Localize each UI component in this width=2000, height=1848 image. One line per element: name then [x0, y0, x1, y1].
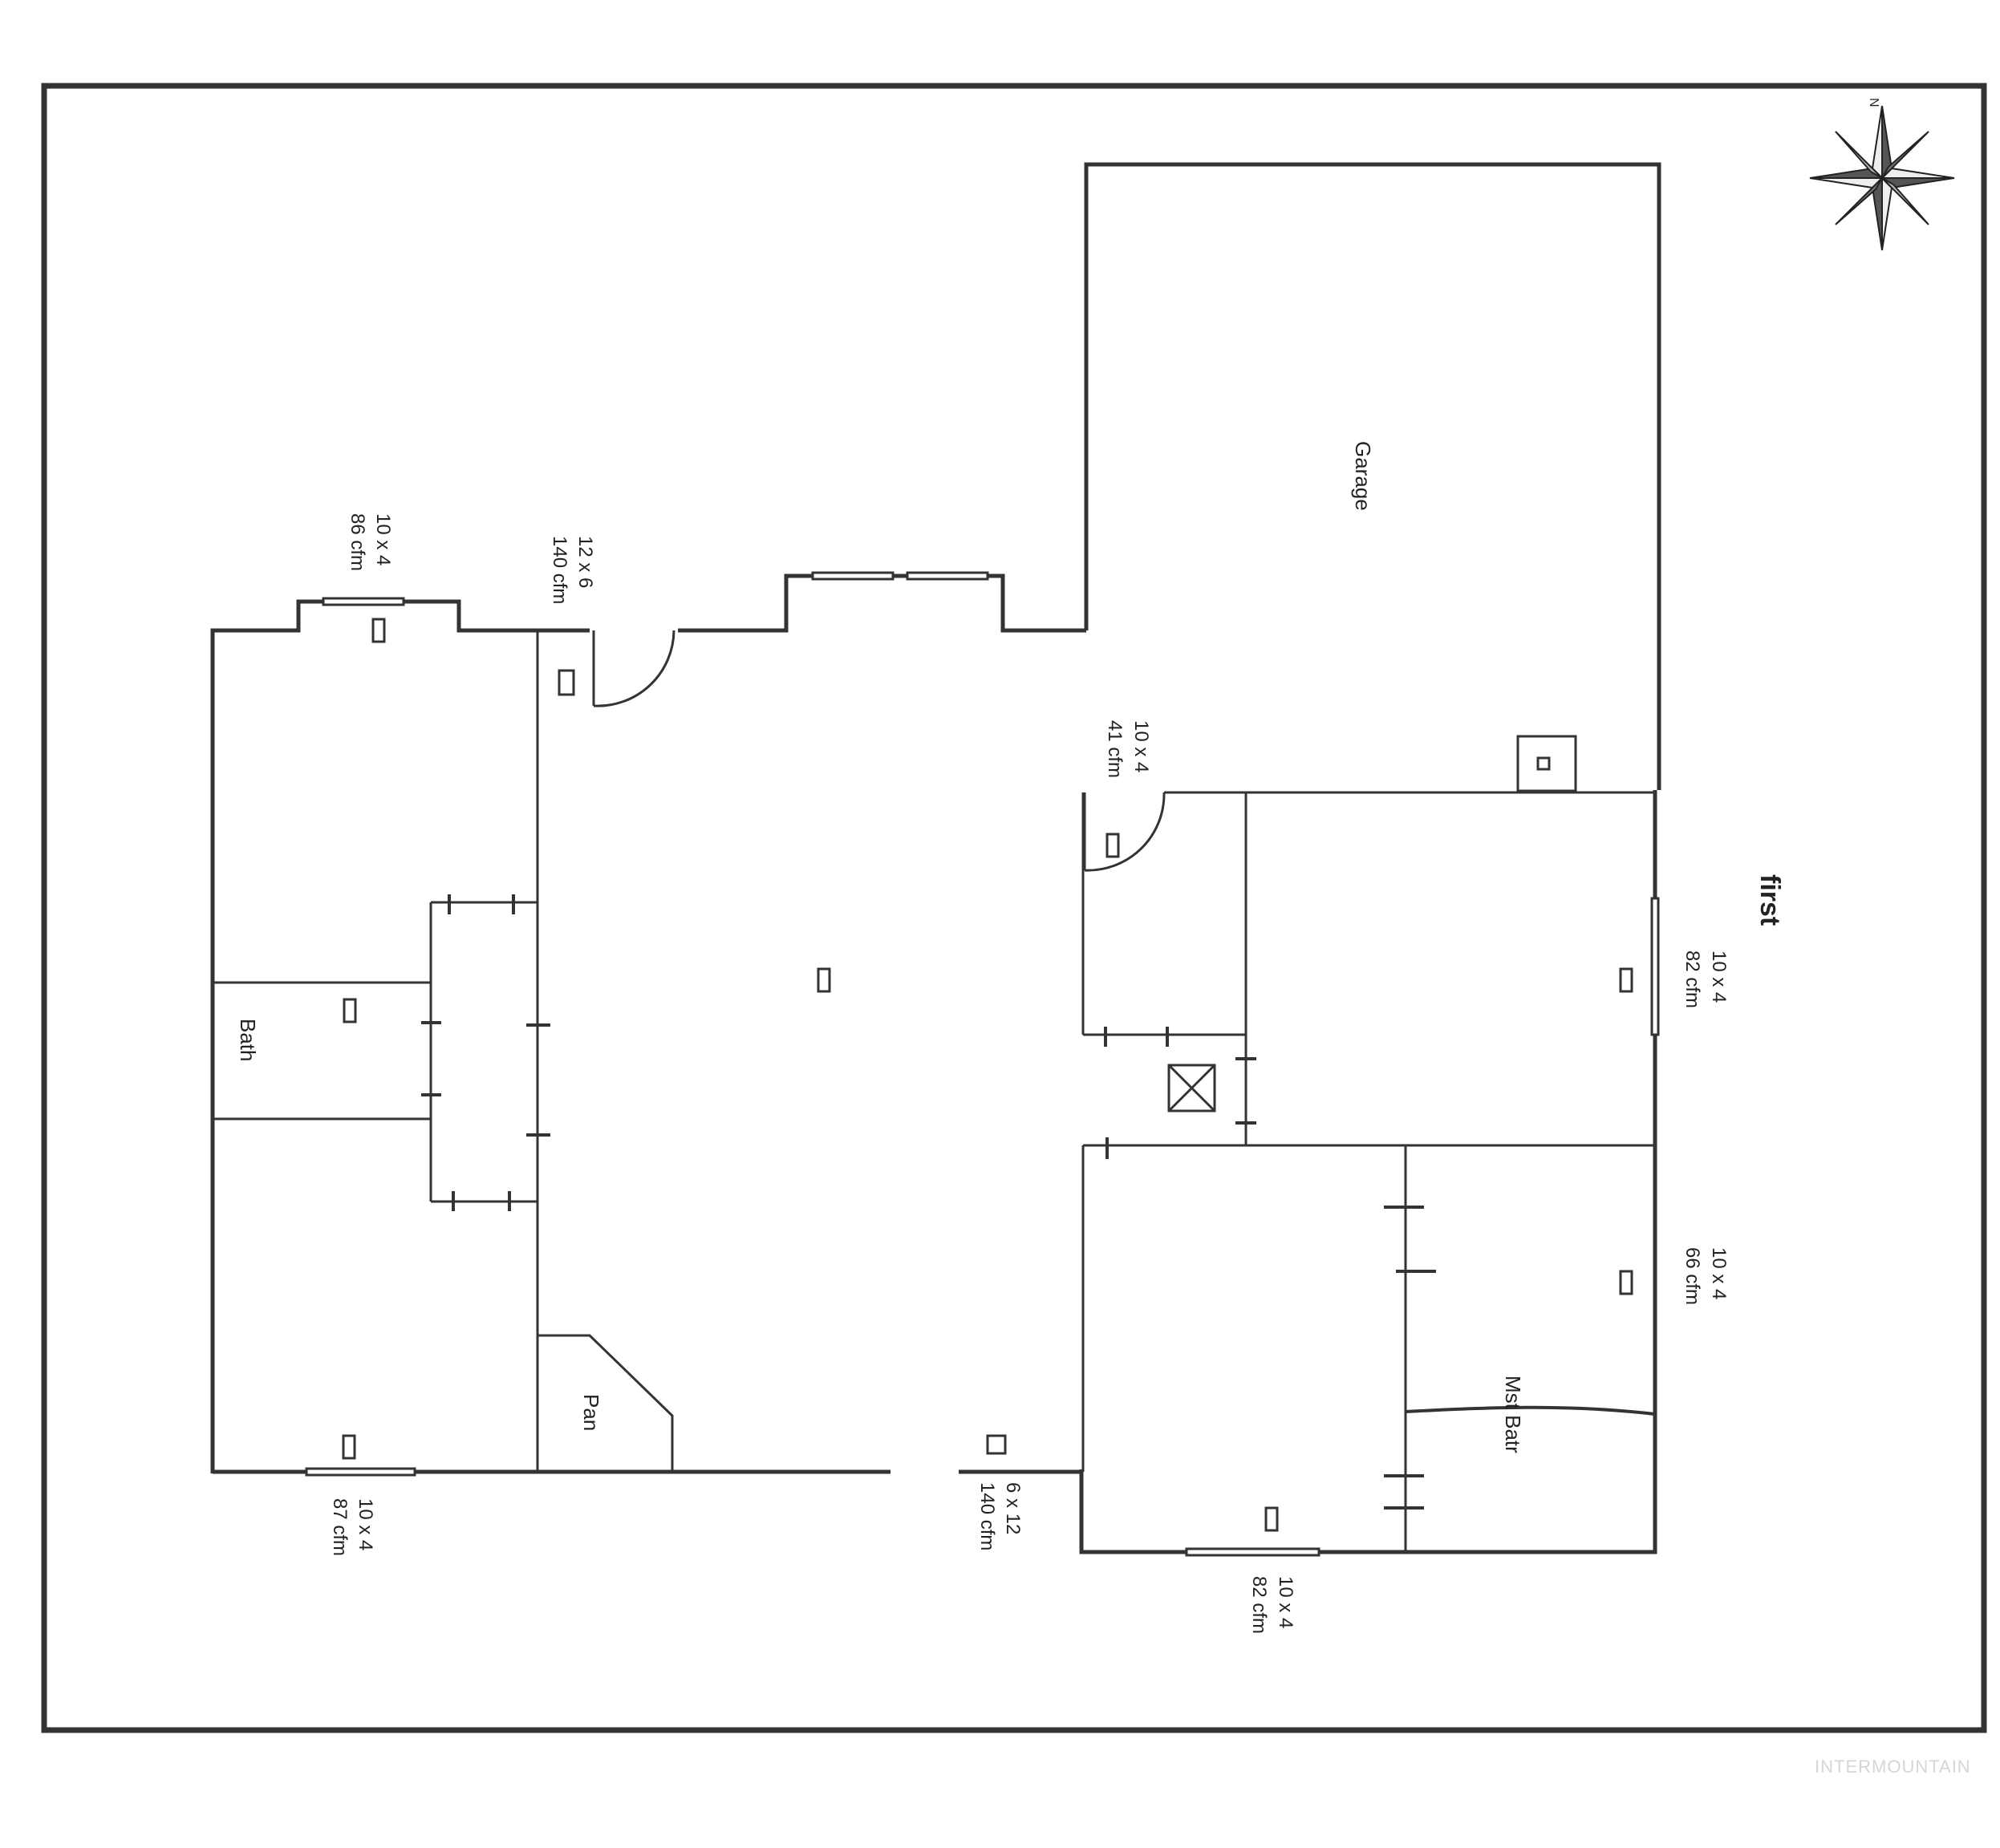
page-border — [41, 83, 1987, 1733]
doors — [592, 630, 1166, 872]
vent-cfm: 140 cfm — [976, 1482, 998, 1550]
garage-label: Garage — [1351, 441, 1375, 511]
vent-register-icon — [1105, 833, 1120, 858]
vent-register-icon — [371, 618, 386, 643]
door-ticks — [421, 894, 1436, 1510]
vent-size: 10 x 4 — [355, 1498, 376, 1550]
vent-cfm: 140 cfm — [549, 536, 570, 604]
vent-size: 10 x 4 — [1275, 1576, 1296, 1628]
vent-cfm: 66 cfm — [1682, 1247, 1703, 1305]
vent-annotation: 10 x 4 86 cfm 12 x 6 140 cfm 10 x 4 41 c… — [329, 513, 1730, 1634]
vent-cfm: 82 cfm — [1248, 1576, 1270, 1634]
exterior-walls — [210, 162, 1661, 1554]
vent-size: 10 x 4 — [372, 513, 394, 565]
vent-register-icon — [1264, 1506, 1279, 1532]
interior-walls — [213, 630, 1656, 1552]
vent-register-icon — [817, 967, 831, 993]
vent-size: 10 x 4 — [1130, 720, 1152, 772]
vent-size: 6 x 12 — [1002, 1482, 1024, 1534]
windows — [305, 571, 1660, 1557]
vent-cfm: 86 cfm — [347, 513, 368, 571]
vent-register-icon — [986, 1434, 1007, 1455]
vent-cfm: 87 cfm — [329, 1498, 351, 1556]
pantry-label: Pan — [579, 1394, 603, 1431]
vent-size: 12 x 6 — [574, 536, 596, 588]
vent-cfm: 82 cfm — [1682, 950, 1703, 1008]
master-bath-label: Mst Batr — [1501, 1376, 1525, 1453]
watermark: INTERMOUNTAIN — [1815, 1757, 1971, 1777]
vent-register-icon — [1619, 967, 1633, 993]
vent-size: 10 x 4 — [1708, 1247, 1730, 1299]
compass-north-label: N — [1867, 98, 1880, 107]
drawing-title: first — [1755, 874, 1785, 926]
vent-register-icon — [558, 669, 575, 696]
vent-register-icon — [343, 998, 357, 1023]
vent-size: 10 x 4 — [1708, 950, 1730, 1003]
vent-register-icon — [1619, 1270, 1633, 1295]
compass-rose-icon: N — [1809, 98, 1955, 251]
vent-cfm: 41 cfm — [1104, 720, 1126, 778]
bath-label: Bath — [236, 1019, 260, 1062]
vent-registers — [342, 618, 1633, 1532]
vent-register-icon — [342, 1434, 356, 1460]
